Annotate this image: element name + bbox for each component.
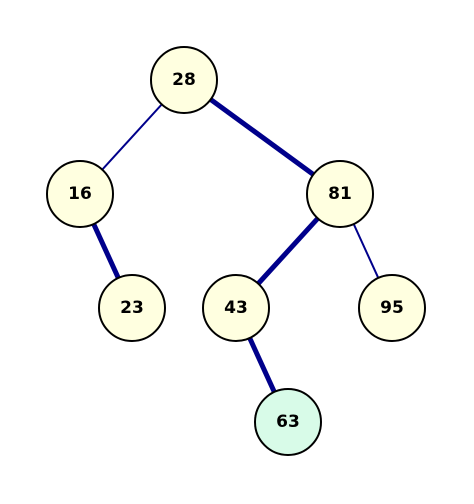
tree-node-16: 16 [46,160,114,228]
tree-node-81: 81 [306,160,374,228]
tree-node-circle [150,46,218,114]
tree-node-label: 28 [172,70,196,90]
tree-node-label: 43 [224,298,248,318]
tree-node-label: 95 [380,298,404,318]
tree-node-95: 95 [358,274,426,342]
tree-node-63: 63 [254,388,322,456]
tree-node-43: 43 [202,274,270,342]
tree-node-23: 23 [98,274,166,342]
tree-node-28: 28 [150,46,218,114]
tree-node-circle [358,274,426,342]
tree-node-circle [306,160,374,228]
tree-node-circle [98,274,166,342]
tree-node-label: 23 [120,298,144,318]
tree-nodes: 28 16 81 23 43 95 63 [46,46,426,456]
tree-edges [77,77,393,424]
tree-node-label: 81 [328,184,352,204]
tree-node-circle [202,274,270,342]
tree-node-label: 63 [276,412,300,432]
tree-node-circle [254,388,322,456]
tree-node-circle [46,160,114,228]
tree-node-label: 16 [68,184,92,204]
